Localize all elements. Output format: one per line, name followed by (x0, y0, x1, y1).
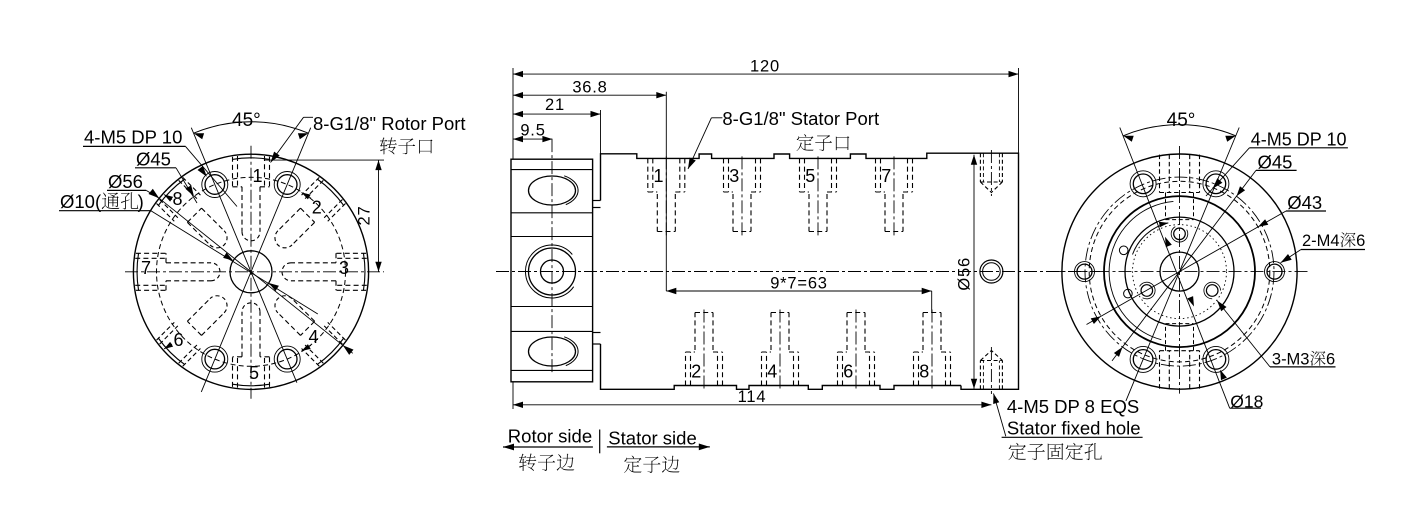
svg-text:1: 1 (252, 166, 262, 186)
svg-text:4: 4 (767, 362, 777, 382)
svg-text:45°: 45° (1167, 110, 1196, 131)
svg-text:Ø56: Ø56 (108, 171, 143, 192)
svg-text:7: 7 (141, 258, 151, 278)
svg-text:114: 114 (738, 388, 767, 406)
svg-text:120: 120 (750, 57, 780, 75)
svg-text:2-M4: 2-M4 (1302, 232, 1340, 250)
svg-text:21: 21 (545, 96, 565, 114)
svg-text:27: 27 (356, 206, 374, 226)
svg-text:45°: 45° (232, 110, 261, 131)
svg-text:Ø45: Ø45 (1258, 152, 1293, 173)
svg-text:4-M5 DP 10: 4-M5 DP 10 (84, 126, 182, 147)
svg-text:Rotor side: Rotor side (508, 425, 592, 446)
svg-text:3: 3 (729, 166, 739, 186)
svg-text:6: 6 (173, 330, 183, 350)
svg-text:2: 2 (312, 197, 322, 217)
svg-text:): ) (138, 191, 144, 212)
svg-text:Ø10(: Ø10( (60, 191, 102, 212)
svg-text:5: 5 (805, 166, 815, 186)
svg-text:8: 8 (919, 362, 929, 382)
svg-text:36.8: 36.8 (572, 78, 607, 96)
svg-text:1: 1 (653, 166, 663, 186)
svg-text:6: 6 (843, 362, 853, 382)
svg-text:Ø43: Ø43 (1287, 192, 1322, 213)
svg-text:4-M5 DP 8 EQS: 4-M5 DP 8 EQS (1007, 396, 1139, 417)
svg-text:4-M5 DP 10: 4-M5 DP 10 (1251, 130, 1347, 150)
svg-text:8: 8 (172, 189, 182, 209)
svg-text:Ø56: Ø56 (956, 257, 974, 291)
svg-text:9*7=63: 9*7=63 (770, 275, 828, 293)
svg-text:8-G1/8" Stator Port: 8-G1/8" Stator Port (722, 108, 879, 129)
svg-text:3: 3 (339, 258, 349, 278)
svg-text:7: 7 (881, 166, 891, 186)
svg-text:Ø45: Ø45 (136, 148, 171, 169)
svg-text:2: 2 (691, 362, 701, 382)
svg-text:8-G1/8" Rotor Port: 8-G1/8" Rotor Port (313, 113, 466, 134)
svg-text:5: 5 (249, 363, 259, 383)
svg-text:3-M3: 3-M3 (1272, 351, 1310, 369)
svg-text:9.5: 9.5 (520, 122, 545, 140)
svg-text:6: 6 (1326, 351, 1335, 369)
svg-text:Stator fixed hole: Stator fixed hole (1007, 418, 1141, 439)
svg-text:Stator side: Stator side (608, 428, 696, 449)
svg-text:6: 6 (1356, 232, 1365, 250)
svg-text:4: 4 (308, 327, 318, 347)
svg-text:Ø18: Ø18 (1230, 392, 1263, 412)
